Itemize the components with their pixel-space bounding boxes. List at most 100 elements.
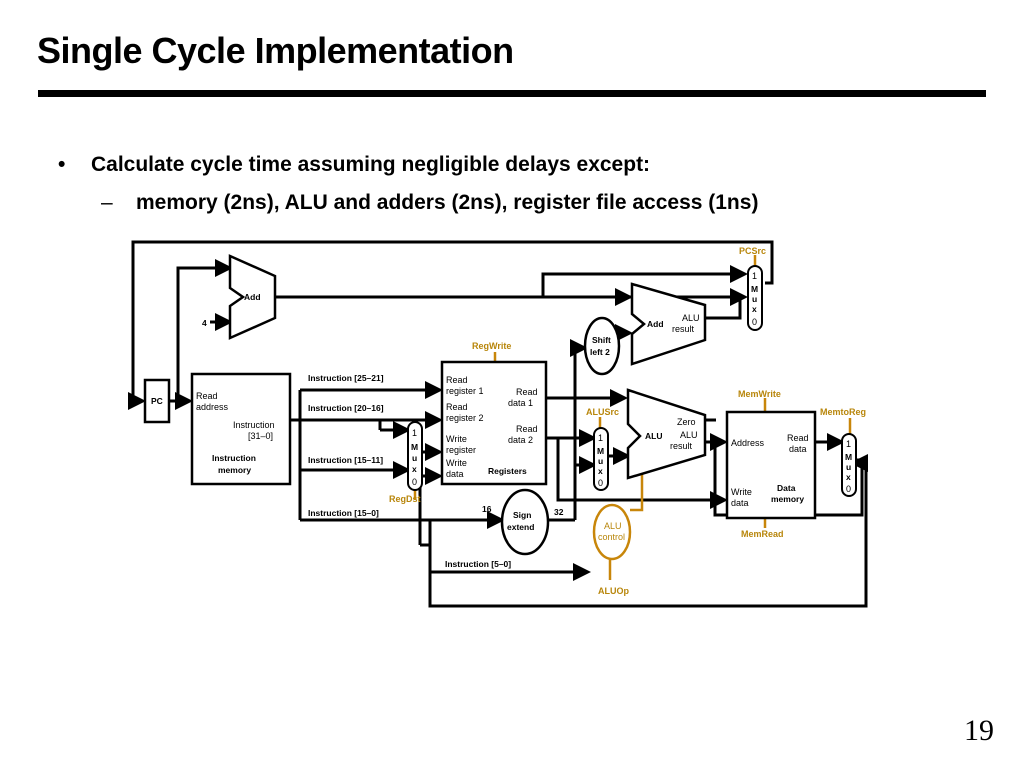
field-15-11: Instruction [15–11] [308, 455, 383, 465]
svg-text:u: u [412, 453, 417, 463]
field-5-0: Instruction [5–0] [445, 559, 511, 569]
svg-text:left 2: left 2 [590, 347, 610, 357]
wires [128, 240, 868, 608]
page-number: 19 [964, 714, 994, 747]
branch-adder: Add ALU result [630, 282, 707, 366]
regdst-mux: 1 M u x 0 [407, 421, 423, 491]
memwrite-label: MemWrite [738, 389, 781, 399]
svg-text:data: data [789, 444, 807, 454]
svg-text:M: M [751, 284, 758, 294]
svg-text:1: 1 [846, 439, 851, 449]
svg-text:1: 1 [752, 271, 757, 281]
svg-text:u: u [846, 462, 851, 472]
pc-adder-label: Add [244, 292, 261, 302]
title-rule [38, 90, 986, 97]
shift-left-2: Shift left 2 [583, 316, 621, 376]
pcsrc-mux: 1 M u x 0 [747, 265, 763, 331]
imem-name: Instruction [212, 453, 256, 463]
svg-text:ALU: ALU [604, 521, 622, 531]
svg-text:data: data [446, 469, 464, 479]
memtoreg-mux: 1 M u x 0 [841, 433, 857, 497]
svg-text:x: x [752, 304, 757, 314]
svg-text:data 2: data 2 [508, 435, 533, 445]
svg-text:1: 1 [598, 433, 603, 443]
regwrite-label: RegWrite [472, 341, 511, 351]
svg-text:result: result [672, 324, 695, 334]
svg-text:[31–0]: [31–0] [248, 431, 273, 441]
svg-text:u: u [598, 456, 603, 466]
alusrc-mux: 1 M u x 0 [593, 427, 609, 491]
width-16: 16 [482, 504, 492, 514]
field-25-21: Instruction [25–21] [308, 373, 384, 383]
svg-text:register 1: register 1 [446, 386, 484, 396]
pc-register: PC [143, 378, 171, 424]
svg-text:x: x [598, 466, 603, 476]
svg-text:u: u [752, 294, 757, 304]
svg-text:ALU: ALU [645, 431, 662, 441]
svg-text:Read: Read [446, 402, 468, 412]
svg-text:M: M [597, 446, 604, 456]
const-4-label: 4 [202, 318, 207, 328]
aluop-label: ALUOp [598, 586, 629, 596]
svg-text:register 2: register 2 [446, 413, 484, 423]
svg-text:result: result [670, 441, 693, 451]
svg-text:Read: Read [446, 375, 468, 385]
svg-text:Write: Write [446, 458, 467, 468]
pcsrc-label: PCSrc [739, 246, 766, 256]
registers-name: Registers [488, 466, 527, 476]
svg-text:ALU: ALU [682, 313, 700, 323]
svg-text:Read: Read [516, 424, 538, 434]
control-labels: PCSrc RegWrite RegDst ALUSrc MemWrite Me… [389, 246, 866, 596]
svg-text:Zero: Zero [677, 417, 696, 427]
svg-text:register: register [446, 445, 476, 455]
imem-instruction-label: Instruction [233, 420, 275, 430]
svg-text:data 1: data 1 [508, 398, 533, 408]
svg-text:memory: memory [218, 465, 251, 475]
svg-text:address: address [196, 402, 229, 412]
memtoreg-label: MemtoReg [820, 407, 866, 417]
svg-text:Read: Read [516, 387, 538, 397]
svg-text:Write: Write [731, 487, 752, 497]
svg-text:0: 0 [752, 317, 757, 327]
svg-text:ALU: ALU [680, 430, 698, 440]
svg-text:0: 0 [846, 484, 851, 494]
width-32: 32 [554, 507, 564, 517]
bullet-marker: • [58, 153, 66, 176]
svg-text:1: 1 [412, 428, 417, 438]
svg-text:x: x [412, 464, 417, 474]
memread-label: MemRead [741, 529, 784, 539]
svg-text:0: 0 [598, 478, 603, 488]
svg-text:M: M [411, 442, 418, 452]
imem-read-address-label: Read [196, 391, 218, 401]
slide-title: Single Cycle Implementation [37, 30, 514, 71]
sign-extend: Sign extend [500, 488, 550, 556]
register-file: Read register 1 Read register 2 Write re… [440, 360, 548, 486]
data-memory: Address Read data Write data Data memory [725, 410, 817, 520]
bullet-1-text: Calculate cycle time assuming negligible… [91, 153, 651, 176]
svg-text:Sign: Sign [513, 510, 531, 520]
svg-text:Address: Address [731, 438, 765, 448]
svg-text:Read: Read [787, 433, 809, 443]
field-20-16: Instruction [20–16] [308, 403, 384, 413]
svg-text:Add: Add [647, 319, 664, 329]
pc-label: PC [151, 396, 163, 406]
regdst-label: RegDst [389, 494, 421, 504]
svg-text:memory: memory [771, 494, 804, 504]
svg-text:data: data [731, 498, 749, 508]
instruction-field-labels: Instruction [25–21] Instruction [20–16] … [308, 373, 511, 569]
bullet-2-text: memory (2ns), ALU and adders (2ns), regi… [136, 191, 759, 214]
field-15-0: Instruction [15–0] [308, 508, 379, 518]
sub-bullet-marker: – [101, 191, 113, 214]
main-alu: ALU Zero ALU result [626, 388, 707, 480]
pc-adder: Add [228, 254, 277, 340]
svg-text:Shift: Shift [592, 335, 611, 345]
svg-text:M: M [845, 452, 852, 462]
svg-text:control: control [598, 532, 625, 542]
svg-text:Write: Write [446, 434, 467, 444]
svg-text:Data: Data [777, 483, 796, 493]
svg-text:extend: extend [507, 522, 534, 532]
svg-text:0: 0 [412, 477, 417, 487]
alu-control: ALU control [592, 503, 632, 561]
svg-text:x: x [846, 472, 851, 482]
